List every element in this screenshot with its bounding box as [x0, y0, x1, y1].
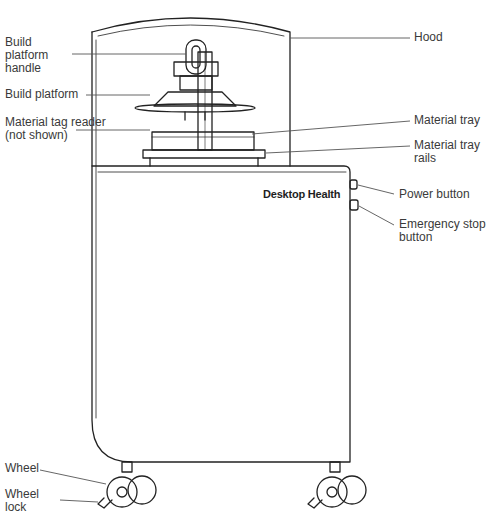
- brand-logo: Desktop Health: [263, 188, 340, 201]
- part-label: Material tray: [414, 114, 496, 127]
- material-tray: [152, 137, 254, 138]
- cabinet-top: [98, 172, 346, 173]
- part-label: Hood: [414, 31, 494, 44]
- build-platform-handle: [186, 40, 206, 74]
- hood-outline: [92, 18, 290, 165]
- build-platform-mount: [174, 62, 218, 76]
- build-platform-handle: [192, 46, 200, 68]
- wheel: [308, 462, 366, 508]
- build-platform: [135, 104, 255, 112]
- build-platform: [184, 112, 185, 120]
- leader-lines: [40, 38, 410, 502]
- part-label: Build platform: [5, 88, 95, 101]
- build-platform: [204, 112, 205, 120]
- wheel: [98, 462, 156, 508]
- z-column: [198, 52, 212, 150]
- part-label: Power button: [399, 188, 495, 201]
- part-label: Material tag reader (not shown): [5, 116, 123, 142]
- part-label: Build platform handle: [5, 36, 75, 75]
- part-label: Wheel: [5, 462, 65, 475]
- body-outline: [92, 32, 350, 462]
- emergency-stop-button: [350, 200, 358, 210]
- cabinet-top: [92, 165, 290, 166]
- build-platform-mount: [180, 76, 212, 90]
- hood-inner-edge: [98, 25, 284, 36]
- part-label: Material tray rails: [414, 139, 496, 165]
- material-tray-rails: [149, 158, 150, 166]
- hood-inner-edge: [96, 40, 97, 418]
- material-tray: [152, 132, 254, 150]
- part-label: Wheel lock: [5, 488, 55, 514]
- material-tray-rails: [143, 150, 265, 158]
- material-tray-rails: [257, 158, 258, 166]
- power-button: [350, 180, 357, 189]
- part-label: Emergency stop button: [399, 218, 495, 244]
